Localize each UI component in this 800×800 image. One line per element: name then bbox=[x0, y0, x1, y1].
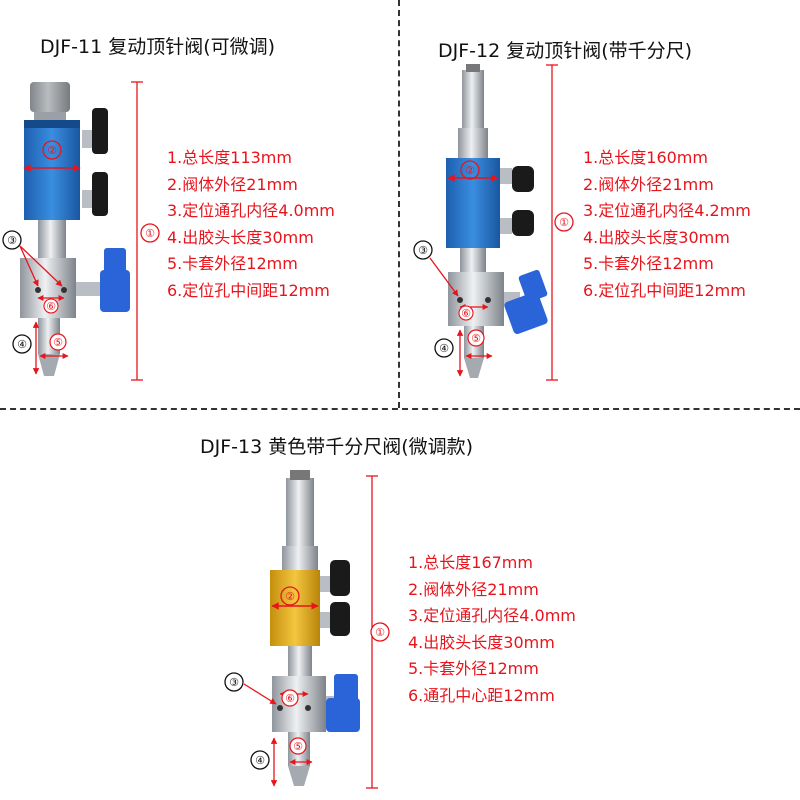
spec-item: 1.总长度167mm bbox=[408, 553, 533, 572]
spec-item: 1.总长度160mm bbox=[583, 148, 708, 167]
vertical-divider bbox=[398, 0, 400, 408]
marker-6: ⑥ bbox=[46, 300, 56, 313]
spec-item: 3.定位通孔内径4.0mm bbox=[167, 201, 335, 220]
marker-5: ⑤ bbox=[293, 740, 303, 753]
spec-list-djf12: 1.总长度160mm 2.阀体外径21mm 3.定位通孔内径4.2mm 4.出胶… bbox=[583, 145, 751, 304]
spec-item: 6.定位孔中间距12mm bbox=[167, 280, 330, 300]
spec-item: 5.卡套外径12mm bbox=[167, 254, 298, 273]
spec-item: 2.阀体外径21mm bbox=[167, 174, 298, 194]
marker-4: ④ bbox=[439, 342, 449, 355]
spec-item: 5.卡套外径12mm bbox=[408, 659, 539, 678]
spec-item: 4.出胶头长度30mm bbox=[167, 227, 314, 247]
spec-item: 2.阀体外径21mm bbox=[583, 174, 714, 194]
valve-djf12-illustration: ② ① ③ ⑥ ④ ⑤ bbox=[413, 64, 574, 381]
marker-6: ⑥ bbox=[285, 692, 295, 705]
valve-djf11-illustration: ② ① ③ ⑥ ④ ⑤ bbox=[2, 81, 160, 381]
marker-3: ③ bbox=[229, 676, 239, 689]
spec-item: 6.定位孔中间距12mm bbox=[583, 280, 746, 300]
marker-1: ① bbox=[375, 626, 385, 639]
marker-3: ③ bbox=[418, 244, 428, 257]
marker-2: ② bbox=[285, 590, 295, 603]
valve-title-djf13: DJF-13 黄色带千分尺阀(微调款) bbox=[200, 436, 474, 458]
spec-item: 6.通孔中心距12mm bbox=[408, 685, 555, 705]
marker-2: ② bbox=[47, 144, 57, 157]
marker-2: ② bbox=[465, 164, 475, 177]
marker-4: ④ bbox=[17, 338, 27, 351]
marker-6: ⑥ bbox=[461, 307, 471, 320]
horizontal-divider bbox=[0, 408, 800, 410]
valve-title-djf11: DJF-11 复动顶针阀(可微调) bbox=[40, 36, 276, 58]
marker-3: ③ bbox=[7, 234, 17, 247]
spec-item: 4.出胶头长度30mm bbox=[408, 632, 555, 652]
valve-djf13-illustration: ② ① ③ ⑥ ④ ⑤ bbox=[224, 470, 390, 789]
marker-1: ① bbox=[559, 216, 569, 229]
spec-item: 3.定位通孔内径4.2mm bbox=[583, 201, 751, 220]
marker-1: ① bbox=[145, 227, 155, 240]
spec-item: 3.定位通孔内径4.0mm bbox=[408, 606, 576, 625]
spec-item: 2.阀体外径21mm bbox=[408, 579, 539, 599]
spec-item: 1.总长度113mm bbox=[167, 148, 292, 167]
spec-list-djf13: 1.总长度167mm 2.阀体外径21mm 3.定位通孔内径4.0mm 4.出胶… bbox=[408, 550, 576, 709]
spec-item: 5.卡套外径12mm bbox=[583, 254, 714, 273]
marker-5: ⑤ bbox=[53, 336, 63, 349]
spec-list-djf11: 1.总长度113mm 2.阀体外径21mm 3.定位通孔内径4.0mm 4.出胶… bbox=[167, 145, 335, 304]
marker-4: ④ bbox=[255, 754, 265, 767]
marker-5: ⑤ bbox=[471, 332, 481, 345]
spec-item: 4.出胶头长度30mm bbox=[583, 227, 730, 247]
valve-title-djf12: DJF-12 复动顶针阀(带千分尺) bbox=[438, 40, 693, 62]
